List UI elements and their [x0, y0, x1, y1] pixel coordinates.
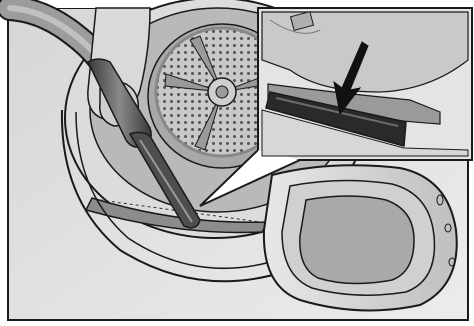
open-door	[264, 165, 457, 310]
